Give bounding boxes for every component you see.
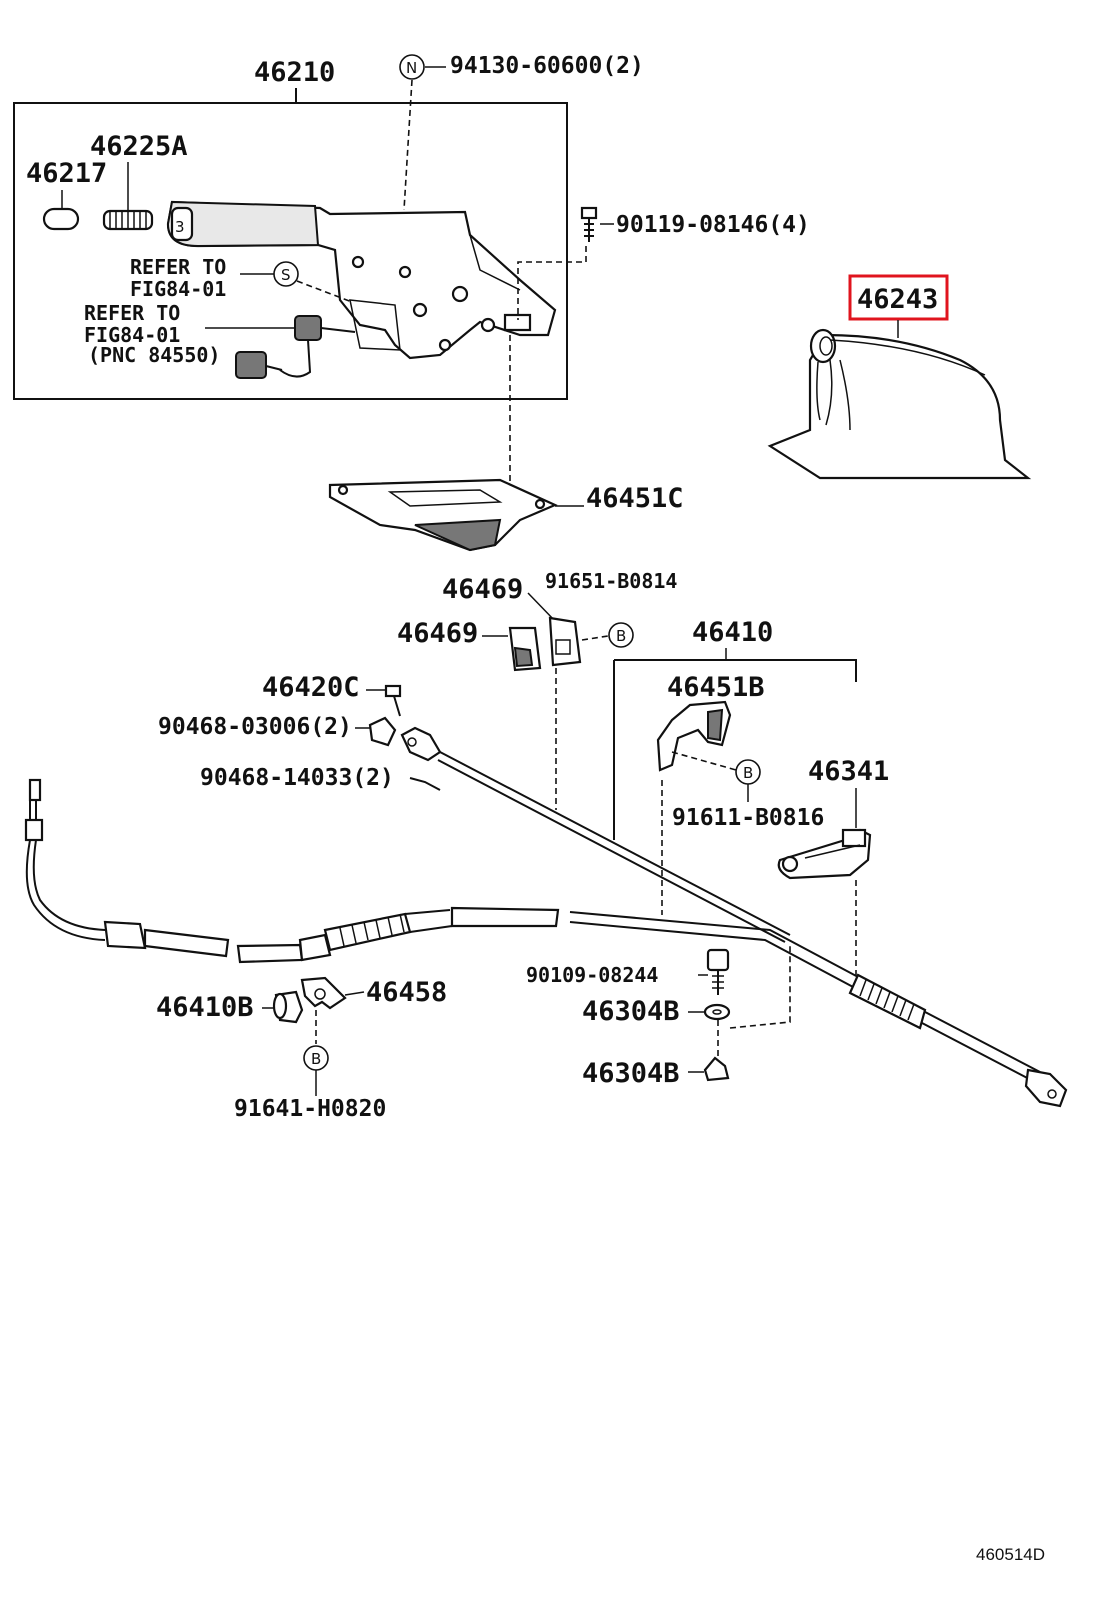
grommet-46410B [272,990,304,1024]
label-46341[interactable]: 46341 [808,756,889,787]
front-cable [400,726,791,943]
bolt-46420C [384,684,402,717]
switch-84550 [235,315,356,379]
circle-n-icon [399,54,425,80]
label-46410[interactable]: 46410 [692,617,773,648]
label-94130-60600[interactable]: 94130-60600(2) [450,53,644,79]
label-46210[interactable]: 46210 [254,57,335,88]
grommet-46304B-lower [703,1056,730,1082]
label-46469-lower[interactable]: 46469 [397,618,478,649]
callout-s: S [273,261,299,287]
label-46458[interactable]: 46458 [366,977,447,1008]
label-91651-B0814[interactable]: 91651-B0814 [545,569,677,593]
svg-text:B: B [616,627,626,645]
bolt-90109 [706,948,730,995]
clip-90468-03006 [368,716,397,747]
svg-text:B: B [743,764,753,782]
label-90468-14033[interactable]: 90468-14033(2) [200,765,394,791]
label-91641-H0820[interactable]: 91641-H0820 [234,1096,386,1122]
svg-text:S: S [281,266,291,284]
bracket-46451C [328,478,558,552]
refer-to-line-2c: (PNC 84550) [88,343,220,367]
grommet-46304B-upper [703,1003,731,1021]
label-46420C[interactable]: 46420C [262,672,360,703]
boot-46243 [767,328,1032,480]
label-91611-B0816[interactable]: 91611-B0816 [672,805,824,831]
label-90119-08146[interactable]: 90119-08146(4) [616,212,810,238]
callout-b-1: B [608,622,634,648]
callout-n: N [399,54,425,80]
diagram-code: 460514D [976,1545,1045,1564]
circle-s-icon [273,261,299,287]
refer-to-line-1b[interactable]: FIG84-01 [130,277,226,301]
callout-b-2: B [735,759,761,785]
label-46469-upper[interactable]: 46469 [442,574,523,605]
bracket-46451B [656,700,732,772]
label-46410B[interactable]: 46410B [156,992,254,1023]
label-90109-08244[interactable]: 90109-08244 [526,963,658,987]
refer-to-line-2a: REFER TO [84,301,180,325]
svg-text:N: N [406,59,417,77]
equalizer-46341 [777,828,872,880]
callout-b-3: B [303,1045,329,1071]
label-46217[interactable]: 46217 [26,158,107,189]
spring-46225A [102,209,154,231]
bolt-90119 [580,206,598,242]
label-46243[interactable]: 46243 [857,284,938,315]
rear-cable-right [569,911,1068,1108]
circle-b-icon [608,622,634,648]
clip-46469-a [508,626,542,672]
clip-46458 [300,976,347,1010]
highlight-box-46243 [848,274,949,321]
svg-text:3: 3 [175,218,185,236]
label-90468-03006[interactable]: 90468-03006(2) [158,714,352,740]
label-46451C[interactable]: 46451C [586,483,684,514]
svg-text:B: B [311,1050,321,1068]
rear-cable-left [24,778,560,964]
assembly-box-46210 [13,102,568,400]
refer-to-line-1a: REFER TO [130,255,226,279]
label-46304B-lower[interactable]: 46304B [582,1058,680,1089]
lever-assembly: 3 [166,200,557,360]
label-46451B[interactable]: 46451B [667,672,765,703]
label-46225A[interactable]: 46225A [90,131,188,162]
label-46304B-upper[interactable]: 46304B [582,996,680,1027]
refer-to-line-2b[interactable]: FIG84-01 [84,323,180,347]
pin-46217 [42,207,80,231]
clip-46469-b [548,616,582,667]
